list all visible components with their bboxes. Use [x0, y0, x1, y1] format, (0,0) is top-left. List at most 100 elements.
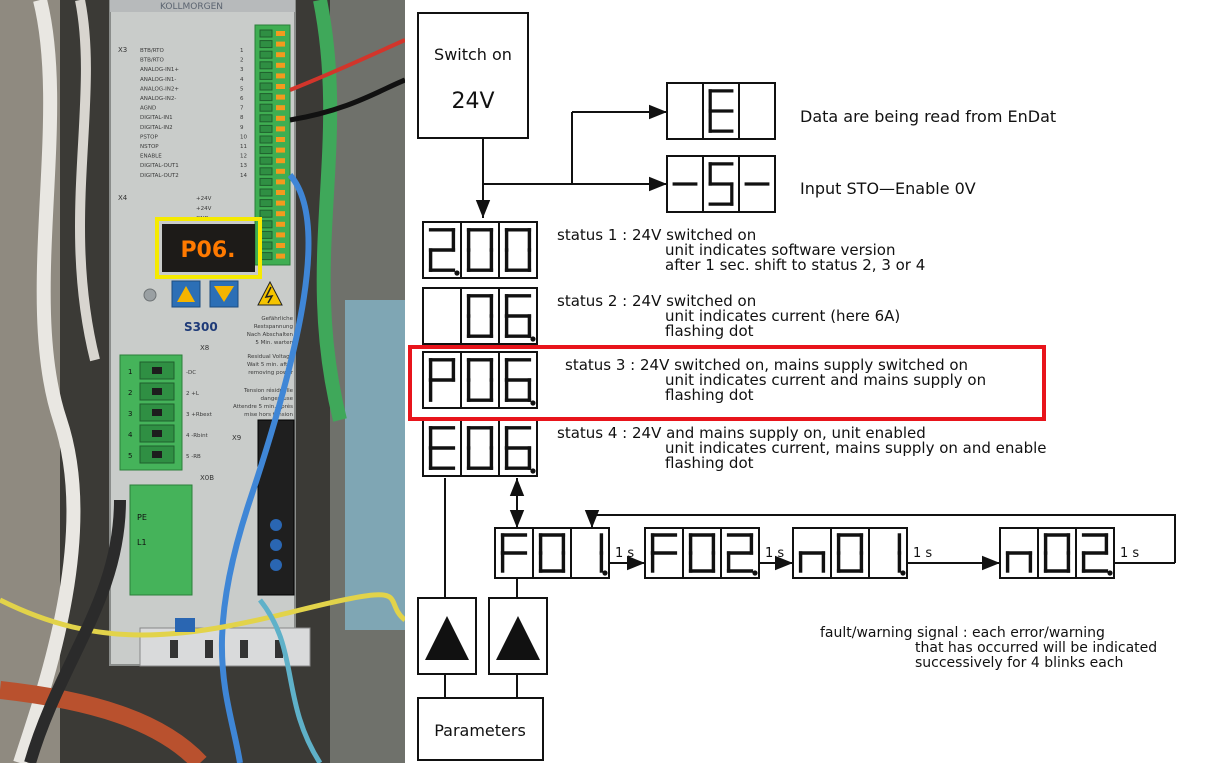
- terminal-lever: [276, 73, 285, 78]
- led-display-value: P06.: [180, 238, 235, 263]
- terminal-pin: [260, 157, 272, 164]
- terminal-label: PSTOP: [140, 134, 158, 140]
- x8-number: 1: [128, 368, 132, 376]
- status1-display: [423, 222, 537, 278]
- warning-line: Nach Abschalten: [247, 332, 294, 338]
- decimal-dot: [530, 400, 535, 405]
- housing-screw: [144, 289, 156, 301]
- terminal-lever: [276, 222, 285, 227]
- x8-screw: [152, 367, 162, 374]
- x4-terminal-label: +24V: [196, 206, 212, 212]
- terminal-number: 2: [240, 58, 244, 64]
- rail-slot: [240, 640, 248, 658]
- terminal-number: 7: [240, 106, 244, 112]
- x9-label: X9: [232, 434, 241, 442]
- x8-screw: [152, 409, 162, 416]
- terminal-lever: [276, 201, 285, 206]
- x0b-label-pe: PE: [137, 513, 147, 522]
- brand-label: KOLLMORGEN: [160, 2, 223, 12]
- decimal-dot: [752, 570, 757, 575]
- terminal-lever: [276, 52, 285, 57]
- terminal-lever: [276, 126, 285, 131]
- terminal-pin: [260, 210, 272, 217]
- terminal-number: 12: [240, 154, 247, 160]
- terminal-label: DIGITAL-IN2: [140, 125, 173, 131]
- terminal-label: ANALOG-IN1+: [140, 67, 179, 73]
- terminal-pin: [260, 83, 272, 90]
- terminal-number: 8: [240, 115, 244, 121]
- terminal-label: BTB/RTO: [140, 58, 165, 64]
- interval-label: 1 s: [913, 546, 932, 561]
- x8-number: 3: [128, 410, 132, 418]
- decimal-dot: [530, 336, 535, 341]
- terminal-pin: [260, 200, 272, 207]
- sto-seven-segment: [667, 156, 775, 212]
- terminal-number: 4: [240, 77, 244, 83]
- terminal-pin: [260, 125, 272, 132]
- terminal-label: BTB/RTO: [140, 48, 165, 54]
- fault-display-1: [495, 528, 609, 578]
- switch-on-voltage: 24V: [451, 89, 494, 114]
- status2-display: [423, 288, 537, 344]
- terminal-lever: [276, 254, 285, 259]
- terminal-pin: [260, 30, 272, 37]
- fault-display-2: [645, 528, 759, 578]
- terminal-lever: [276, 105, 285, 110]
- terminal-lever: [276, 63, 285, 68]
- x4-label: X4: [118, 194, 128, 202]
- status3-line: flashing dot: [665, 386, 754, 404]
- terminal-number: 1: [240, 48, 244, 54]
- terminal-pin: [260, 51, 272, 58]
- rail-slot: [170, 640, 178, 658]
- terminal-pin: [260, 62, 272, 69]
- terminal-number: 10: [240, 134, 247, 140]
- parameters-label: Parameters: [434, 721, 526, 740]
- x8-number: 5: [128, 452, 132, 460]
- fault-text-line: that has occurred will be indicated: [915, 640, 1157, 656]
- x8-terminal-label: -DC: [186, 370, 196, 376]
- terminal-pin: [260, 104, 272, 111]
- terminal-pin: [260, 136, 272, 143]
- warning-line: Attendre 5 min. après: [233, 403, 293, 410]
- blue-clip: [175, 618, 195, 632]
- status4-line: flashing dot: [665, 454, 754, 472]
- x0b-label: X0B: [200, 474, 214, 482]
- decimal-dot: [602, 570, 607, 575]
- digit-cell: [667, 83, 703, 139]
- blue-terminal: [270, 519, 282, 531]
- fault-text-line: fault/warning signal : each error/warnin…: [820, 625, 1105, 641]
- x8-terminal-label: 5 -RB: [186, 454, 201, 460]
- terminal-pin: [260, 189, 272, 196]
- rail-slot: [205, 640, 213, 658]
- x8-terminal-label: 4 -Rbint: [186, 433, 209, 439]
- x8-number: 2: [128, 389, 132, 397]
- switch-on-label: Switch on: [434, 45, 512, 64]
- endat-seven-segment: [667, 83, 775, 139]
- interval-label: 1 s: [1120, 546, 1139, 561]
- warning-line: Residual Voltage: [247, 354, 293, 360]
- terminal-lever: [276, 179, 285, 184]
- decimal-dot: [1107, 570, 1112, 575]
- terminal-number: 5: [240, 86, 244, 92]
- endat-text: Data are being read from EnDat: [800, 107, 1056, 126]
- endat-display: [667, 83, 775, 139]
- terminal-label: DIGITAL-OUT1: [140, 163, 179, 169]
- terminal-number: 6: [240, 96, 244, 102]
- status3-display: [423, 352, 537, 408]
- terminal-lever: [276, 95, 285, 100]
- x8-screw: [152, 430, 162, 437]
- terminal-lever: [276, 169, 285, 174]
- terminal-label: ENABLE: [140, 154, 162, 160]
- terminal-pin: [260, 115, 272, 122]
- terminal-lever: [276, 243, 285, 248]
- terminal-lever: [276, 84, 285, 89]
- blue-terminal: [270, 539, 282, 551]
- switch-on-box: [418, 13, 528, 138]
- x8-screw: [152, 451, 162, 458]
- digit-cell: [423, 288, 461, 344]
- terminal-label: DIGITAL-OUT2: [140, 173, 179, 179]
- sto-text: Input STO—Enable 0V: [800, 179, 976, 198]
- x3-label: X3: [118, 46, 127, 54]
- warning-line: dangereuse: [261, 396, 294, 402]
